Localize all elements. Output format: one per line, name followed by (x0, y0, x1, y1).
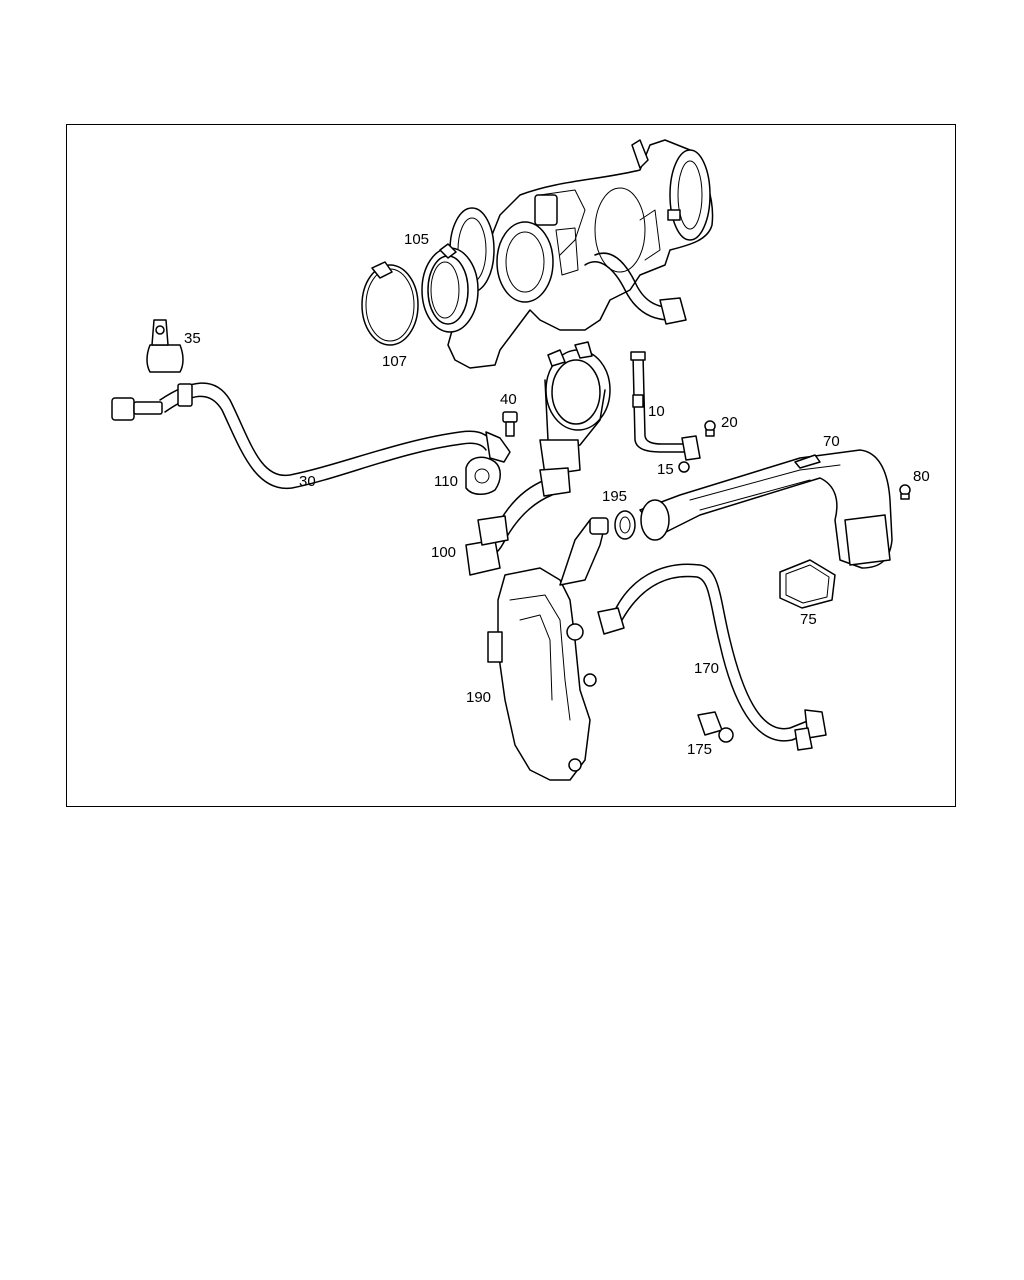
oil-separator-190 (487, 517, 609, 781)
pipe-10 (630, 351, 701, 461)
washer-15 (678, 461, 690, 473)
callout-100: 100 (431, 544, 457, 561)
bolt-40 (502, 411, 518, 437)
callout-190: 190 (466, 689, 492, 706)
callout-80: 80 (913, 468, 930, 485)
callout-107: 107 (382, 353, 408, 370)
seal-ring-195 (614, 510, 636, 540)
callout-170: 170 (694, 660, 720, 677)
hose-30 (111, 382, 511, 489)
gasket-110 (465, 456, 501, 495)
callout-105: 105 (404, 231, 430, 248)
hose-100 (465, 467, 571, 576)
hose-170 (597, 563, 827, 751)
clamp-107 (361, 261, 419, 346)
intake-pipe-70 (639, 449, 893, 569)
bolt-20 (704, 420, 716, 437)
callout-35: 35 (184, 330, 201, 347)
clamp-105 (421, 243, 479, 333)
callout-40: 40 (500, 391, 517, 408)
callout-10: 10 (648, 403, 665, 420)
bolt-80 (899, 484, 911, 500)
callout-20: 20 (721, 414, 738, 431)
callout-175: 175 (687, 741, 713, 758)
clip-35 (146, 319, 184, 373)
callout-110: 110 (434, 473, 458, 490)
callout-75: 75 (800, 611, 817, 628)
callout-30: 30 (299, 473, 316, 490)
clip-175 (697, 711, 734, 743)
callout-195: 195 (602, 488, 628, 505)
turbocharger (447, 139, 714, 369)
callout-70: 70 (823, 433, 840, 450)
callout-15: 15 (657, 461, 674, 478)
gasket-75 (779, 559, 836, 609)
elbow-pipe (539, 341, 611, 476)
